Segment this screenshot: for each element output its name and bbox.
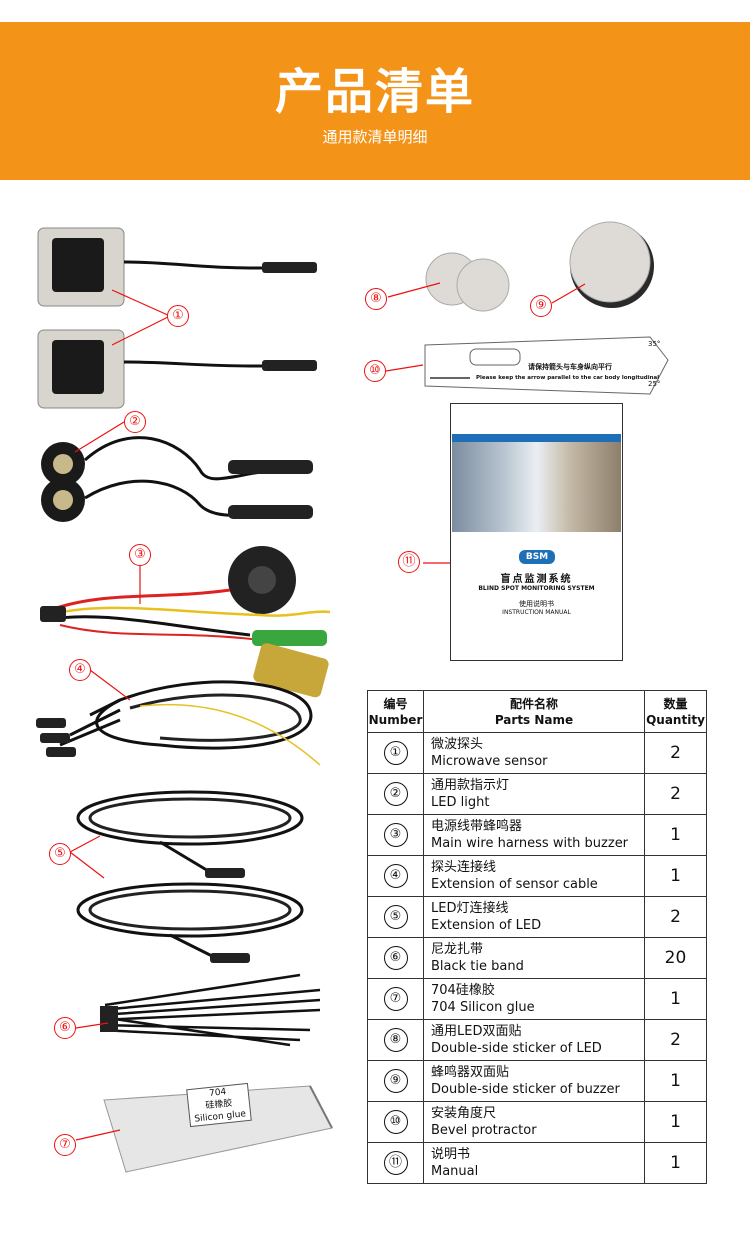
row-number: ② [383, 782, 408, 806]
part-quantity: 1 [644, 1142, 707, 1184]
product-photos [36, 221, 669, 1173]
table-row: ⑥ 尼龙扎带 Black tie band 20 [367, 937, 707, 979]
microwave-sensor-image [37, 329, 317, 409]
table-header-row: 编号 Number 配件名称 Parts Name 数量 Quantity [367, 690, 707, 733]
row-number: ④ [383, 864, 408, 888]
manual-title-cn: 盲点监测系统 [500, 574, 573, 585]
table-row: ③ 电源线带蜂鸣器 Main wire harness with buzzer 1 [367, 814, 707, 856]
part-name-cn: 电源线带蜂鸣器 [431, 819, 523, 834]
manual-booklet: BSM 盲点监测系统 BLIND SPOT MONITORING SYSTEM … [450, 403, 623, 661]
part-name-cn: 微波探头 [431, 737, 484, 752]
part-name-cn: 通用LED双面贴 [431, 1024, 522, 1039]
callout-4: ④ [69, 659, 91, 681]
row-number: ⑥ [383, 946, 408, 970]
part-name-en: Extension of LED [431, 918, 542, 933]
protractor-cn-text: 请保持箭头与车身纵向平行 [528, 363, 612, 371]
part-name-cn: 704硅橡胶 [431, 983, 495, 998]
page-subtitle: 通用款清单明细 [322, 128, 428, 146]
led-cable-image [76, 790, 304, 963]
part-name-cn: 说明书 [431, 1147, 471, 1162]
part-quantity: 1 [644, 978, 707, 1020]
row-number: ⑪ [383, 1151, 408, 1175]
part-quantity: 1 [644, 814, 707, 856]
row-number: ⑤ [383, 905, 408, 929]
header-parts-name: 配件名称 Parts Name [423, 690, 645, 733]
callout-9: ⑨ [530, 295, 552, 317]
part-name-en: Black tie band [431, 959, 524, 974]
part-name-en: Main wire harness with buzzer [431, 836, 629, 851]
led-light-image [41, 436, 313, 522]
table-row: ⑧ 通用LED双面贴 Double-side sticker of LED 2 [367, 1019, 707, 1061]
table-row: ① 微波探头 Microwave sensor 2 [367, 732, 707, 774]
row-number: ③ [383, 823, 408, 847]
part-quantity: 1 [644, 1101, 707, 1143]
protractor-tick-top: 35° [648, 340, 661, 348]
callout-2: ② [124, 411, 146, 433]
part-quantity: 2 [644, 732, 707, 774]
sensor-cable-image [36, 680, 321, 766]
part-quantity: 20 [644, 937, 707, 979]
led-sticker-image [425, 252, 510, 312]
table-row: ④ 探头连接线 Extension of sensor cable 1 [367, 855, 707, 897]
table-row: ⑦ 704硅橡胶 704 Silicon glue 1 [367, 978, 707, 1020]
part-name-cn: LED灯连接线 [431, 901, 509, 916]
table-row: ⑪ 说明书 Manual 1 [367, 1142, 707, 1184]
wire-harness-image [40, 546, 331, 698]
protractor-en-text: Please keep the arrow parallel to the ca… [476, 375, 660, 381]
callout-11: ⑪ [398, 551, 420, 573]
part-quantity: 2 [644, 896, 707, 938]
table-row: ⑨ 蜂鸣器双面贴 Double-side sticker of buzzer 1 [367, 1060, 707, 1102]
callout-5: ⑤ [49, 843, 71, 865]
callout-7: ⑦ [54, 1134, 76, 1156]
header-banner: 产品清单 通用款清单明细 [0, 22, 750, 180]
part-name-en: Double-side sticker of LED [431, 1041, 602, 1056]
table-row: ② 通用款指示灯 LED light 2 [367, 773, 707, 815]
part-name-en: Extension of sensor cable [431, 877, 598, 892]
part-name-en: LED light [431, 795, 490, 810]
microwave-sensor-image [37, 227, 317, 307]
callout-1: ① [167, 305, 189, 327]
header-quantity: 数量 Quantity [644, 690, 707, 733]
parts-table: 编号 Number 配件名称 Parts Name 数量 Quantity ① 微… [367, 690, 707, 1184]
part-name-en: Double-side sticker of buzzer [431, 1082, 620, 1097]
row-number: ⑦ [383, 987, 408, 1011]
protractor-image [424, 336, 669, 395]
row-number: ⑧ [383, 1028, 408, 1052]
part-name-en: Microwave sensor [431, 754, 548, 769]
manual-cover-photo [452, 442, 621, 532]
tie-band-image [99, 973, 321, 1047]
part-quantity: 1 [644, 1060, 707, 1102]
part-name-en: Manual [431, 1164, 479, 1179]
silicon-tube-label: 704 硅橡胶 Silicon glue [186, 1082, 252, 1128]
manual-title-en: BLIND SPOT MONITORING SYSTEM [478, 585, 595, 592]
callout-10: ⑩ [364, 360, 386, 382]
part-name-cn: 蜂鸣器双面贴 [431, 1065, 510, 1080]
part-quantity: 1 [644, 855, 707, 897]
row-number: ⑩ [383, 1110, 408, 1134]
row-number: ⑨ [383, 1069, 408, 1093]
header-number: 编号 Number [367, 690, 424, 733]
manual-accent-bar [452, 434, 621, 443]
callout-arrows [69, 282, 586, 1141]
part-name-cn: 安装角度尺 [431, 1106, 497, 1121]
protractor-tick-bottom: 25° [648, 380, 661, 388]
manual-logo: BSM [519, 550, 555, 564]
part-name-cn: 尼龙扎带 [431, 942, 484, 957]
part-name-cn: 通用款指示灯 [431, 778, 510, 793]
part-name-en: 704 Silicon glue [431, 1000, 535, 1015]
buzzer-sticker-image [569, 221, 654, 308]
row-number: ① [383, 741, 408, 765]
part-quantity: 2 [644, 773, 707, 815]
page-title: 产品清单 [274, 64, 475, 120]
callout-3: ③ [129, 544, 151, 566]
manual-subtitle-cn: 使用说明书 [519, 600, 554, 608]
part-quantity: 2 [644, 1019, 707, 1061]
part-name-cn: 探头连接线 [431, 860, 497, 875]
callout-8: ⑧ [365, 288, 387, 310]
callout-6: ⑥ [54, 1017, 76, 1039]
manual-subtitle-en: INSTRUCTION MANUAL [502, 609, 571, 616]
table-row: ⑩ 安装角度尺 Bevel protractor 1 [367, 1101, 707, 1143]
table-row: ⑤ LED灯连接线 Extension of LED 2 [367, 896, 707, 938]
part-name-en: Bevel protractor [431, 1123, 537, 1138]
